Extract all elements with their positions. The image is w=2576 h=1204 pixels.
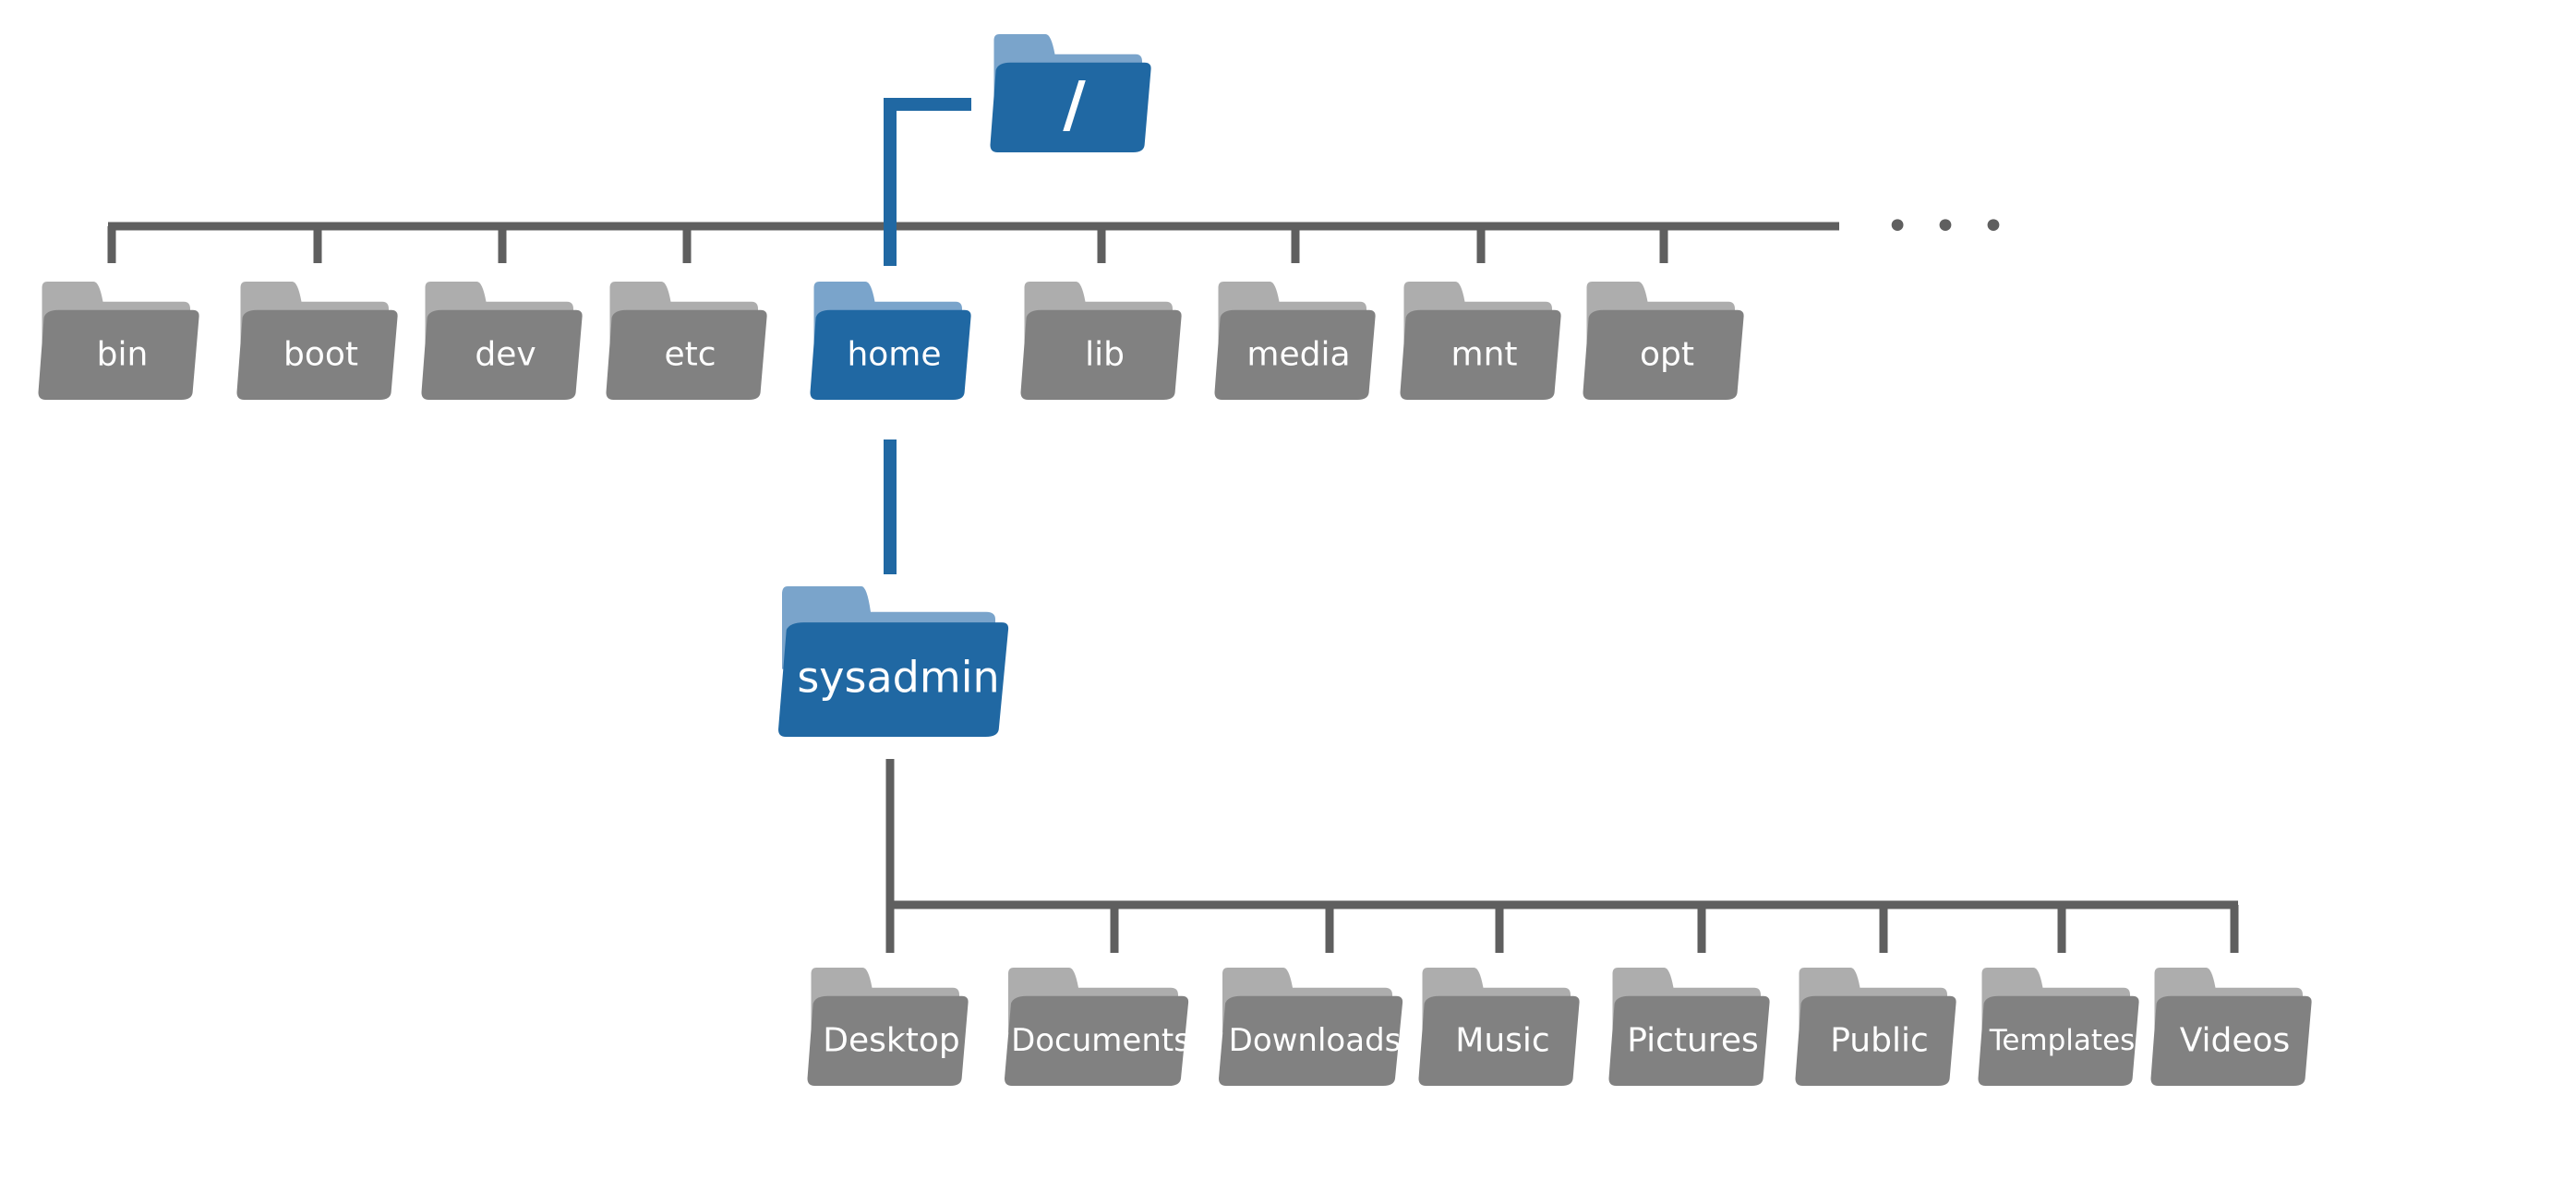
folder-public[interactable]: Public xyxy=(1795,968,1956,1086)
folder-label: Documents xyxy=(1011,1022,1190,1059)
folder-videos[interactable]: Videos xyxy=(2150,968,2312,1086)
folder-pictures[interactable]: Pictures xyxy=(1608,968,1770,1086)
folder-music[interactable]: Music xyxy=(1418,968,1580,1086)
folder-label: Downloads xyxy=(1229,1022,1402,1059)
folder-label: Public xyxy=(1830,1021,1929,1059)
folder-media[interactable]: media xyxy=(1214,282,1376,400)
folder-sysadmin[interactable]: sysadmin xyxy=(778,586,1009,737)
folder-front-icon xyxy=(990,62,1151,152)
folder-lib[interactable]: lib xyxy=(1020,282,1182,400)
folder-front-icon xyxy=(1418,995,1580,1086)
folder-front-icon xyxy=(1020,309,1182,400)
folder-dev[interactable]: dev xyxy=(421,282,583,400)
folder-front-icon xyxy=(1795,995,1956,1086)
folder-front-icon xyxy=(1583,309,1744,400)
more-folders-ellipsis: • • • xyxy=(1885,203,2011,250)
folder-label: Desktop xyxy=(823,1021,959,1059)
root-folder[interactable]: / xyxy=(990,34,1151,152)
folder-label: Pictures xyxy=(1627,1021,1759,1059)
folder-label: lib xyxy=(1085,335,1125,373)
folder-desktop[interactable]: Desktop xyxy=(807,968,969,1086)
folder-front-icon xyxy=(421,309,583,400)
folder-front-icon xyxy=(1005,995,1189,1086)
folder-boot[interactable]: boot xyxy=(236,282,398,400)
root-to-home-line xyxy=(884,98,971,266)
folder-front-icon xyxy=(807,995,969,1086)
folder-etc[interactable]: etc xyxy=(606,282,767,400)
folder-label: boot xyxy=(283,335,358,373)
folder-label: bin xyxy=(97,335,149,373)
folder-label: Templates xyxy=(1989,1024,2136,1057)
folder-front-icon xyxy=(606,309,767,400)
folder-mnt[interactable]: mnt xyxy=(1400,282,1561,400)
folder-templates[interactable]: Templates xyxy=(1978,968,2139,1086)
folder-opt[interactable]: opt xyxy=(1583,282,1744,400)
folder-front-icon xyxy=(1608,995,1770,1086)
folder-label: sysadmin xyxy=(797,653,999,703)
folder-bin[interactable]: bin xyxy=(38,282,199,400)
folder-label: Music xyxy=(1455,1021,1549,1059)
folder-label: opt xyxy=(1640,335,1694,373)
folder-label: / xyxy=(1063,68,1086,140)
folder-home[interactable]: home xyxy=(810,282,971,400)
folder-front-icon xyxy=(236,309,398,400)
folder-front-icon xyxy=(810,309,971,400)
folder-documents[interactable]: Documents xyxy=(1005,968,1190,1086)
folder-label: dev xyxy=(475,335,536,373)
folder-downloads[interactable]: Downloads xyxy=(1219,968,1403,1086)
folder-front-icon xyxy=(1978,995,2139,1086)
folder-front-icon xyxy=(2150,995,2312,1086)
folder-label: etc xyxy=(664,335,716,373)
connector-lines xyxy=(107,98,2239,953)
folder-label: media xyxy=(1246,335,1350,373)
folder-front-icon xyxy=(1214,309,1376,400)
folder-front-icon xyxy=(778,622,1009,737)
folder-front-icon xyxy=(38,309,199,400)
folder-label: Videos xyxy=(2180,1021,2291,1059)
folder-label: mnt xyxy=(1451,335,1518,373)
folder-front-icon xyxy=(1400,309,1561,400)
folders: / bin boot dev etc home lib media mnt opt sysadmin… xyxy=(38,34,2312,1086)
folder-front-icon xyxy=(1219,995,1403,1086)
folder-label: home xyxy=(847,335,941,373)
